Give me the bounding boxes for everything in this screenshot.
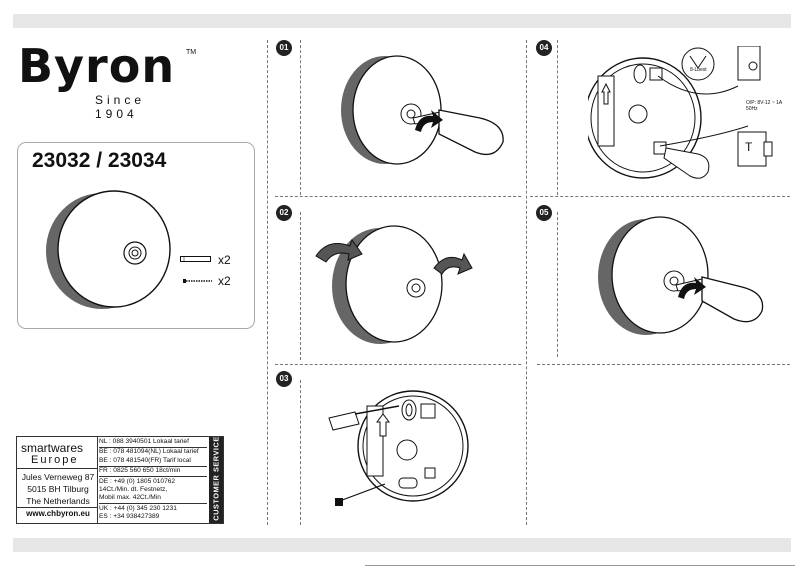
divider-row2-left: [275, 364, 521, 365]
phone-row: NL : 088 3940501 Lokaal tarief: [99, 438, 189, 445]
step2-illustration: [315, 225, 473, 344]
screw-quantity: x2: [218, 274, 231, 288]
phone-row: FR : 0825 560 650 18ct/min: [99, 467, 181, 475]
address-line: 5015 BH Tilburg: [27, 484, 89, 494]
brand-logo: Byron TM Since 1904: [18, 39, 196, 121]
customer-service-label: CUSTOMER SERVICE: [209, 436, 223, 523]
step-badge-02: 02: [276, 205, 292, 221]
address-line: The Netherlands: [26, 496, 90, 506]
bell-rating-label: 8-Lbest: [690, 67, 707, 73]
divider-mid: [526, 40, 527, 525]
smartwares-brand: smartwares: [21, 441, 84, 455]
divider-step2: [300, 212, 301, 360]
brand-since: Since 1904: [95, 93, 146, 121]
divider-step5: [557, 212, 558, 357]
wall-plug-icon: [180, 256, 211, 262]
step-badge-01: 01: [276, 40, 292, 56]
customer-service-box: smartwares Europe Jules Verneweg 87 5015…: [16, 436, 224, 524]
phone-row: BE : 078 481540(FR) Tarif local: [99, 456, 191, 464]
trademark-mark: TM: [186, 49, 197, 56]
model-numbers: 23032 / 23034: [32, 149, 167, 172]
customer-service-text: CUSTOMER SERVICE: [211, 436, 221, 521]
address-divider: [17, 507, 97, 508]
divider-row2-right: [537, 364, 790, 365]
doorbell-illustration: [46, 190, 171, 309]
divider-step1: [300, 40, 301, 195]
step4-illustration: [588, 46, 773, 179]
phone-row: DE : +49 (0) 1805 010762: [99, 477, 176, 485]
step3-illustration: [328, 390, 469, 506]
footer-line: [365, 565, 795, 566]
divider-step4: [557, 40, 558, 195]
divider-step3: [300, 380, 301, 525]
transformer-letter: T: [745, 140, 753, 154]
screw-icon: [183, 279, 212, 283]
divider-row1-left: [275, 196, 521, 197]
phone-row: UK : +44 (0) 345 230 1231: [99, 504, 177, 512]
step-badge-03: 03: [276, 371, 292, 387]
step-badge-04: 04: [536, 40, 552, 56]
top-band: [13, 14, 791, 28]
phone-row: Mobil max. 42Ct./Min: [99, 494, 161, 502]
step-badge-05: 05: [536, 205, 552, 221]
step1-illustration: [341, 55, 504, 165]
divider-row1-right: [530, 196, 790, 197]
website-link[interactable]: www.chbyron.eu: [26, 509, 90, 518]
phone-row: ES : +34 938427389: [99, 513, 160, 521]
brand-divider: [17, 468, 97, 469]
plug-quantity: x2: [218, 253, 231, 267]
step5-illustration: [598, 216, 764, 335]
address-line: Jules Verneweg 87: [21, 472, 95, 482]
bottom-band: [13, 538, 791, 552]
smartwares-region: Europe: [31, 454, 79, 466]
phone-row: 14Ct./Min. dt. Festnetz,: [99, 486, 168, 494]
phone-row: BE : 078 481094(NL) Lokaal tarief: [99, 448, 199, 456]
divider-left: [267, 40, 268, 525]
brand-wordmark: Byron: [18, 39, 176, 93]
smartwares-info: smartwares Europe Jules Verneweg 87 5015…: [17, 437, 98, 523]
product-box: 23032 / 23034 x2 x2: [17, 142, 255, 329]
company-address: Jules Verneweg 87 5015 BH Tilburg The Ne…: [21, 471, 95, 507]
phone-list: NL : 088 3940501 Lokaal tarief BE : 078 …: [99, 438, 207, 522]
transformer-spec: O/P: 8V-12 ~ 1A 50Hz: [746, 100, 783, 112]
